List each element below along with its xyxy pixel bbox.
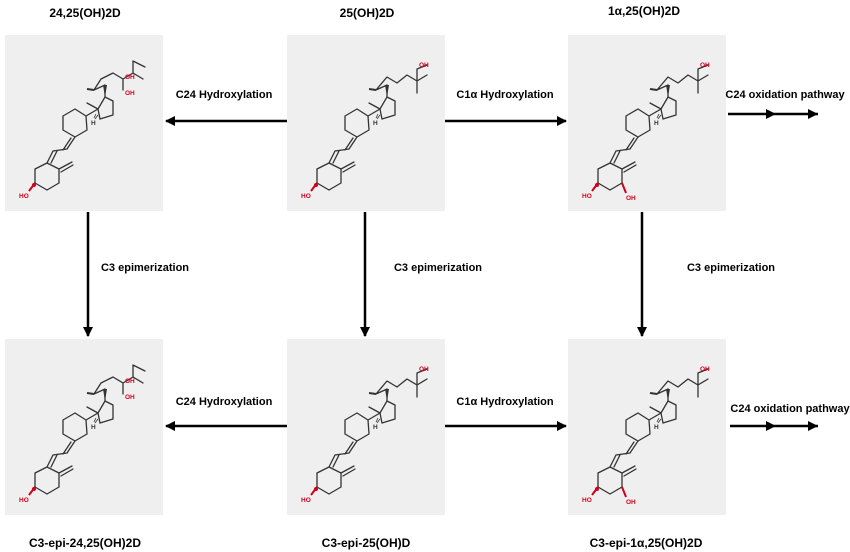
label-c24-hydroxylation-bottom: C24 Hydroxylation (175, 396, 273, 408)
label-c3-epimerization-mid: C3 epimerization (393, 262, 483, 274)
skeletal-formula: H OH OH HO (19, 60, 146, 200)
hydrogen-label: H (373, 120, 378, 127)
structure-1a-25-oh2d: H OH HO OH (568, 35, 726, 211)
label-c1a-hydroxylation-top: C1α Hydroxylation (456, 89, 554, 101)
title-c3-epi-1a-25-oh2d: C3-epi-1α,25(OH)2D (589, 536, 703, 550)
oh-24-label: OH (125, 74, 135, 81)
hydrogen-label: H (91, 120, 96, 127)
structure-c3-epi-25-ohd: H OH HO (287, 339, 445, 515)
skeletal-formula: H OH OH HO (19, 364, 146, 504)
hydrogen-label: H (654, 120, 659, 127)
title-1a-25-oh2d: 1α,25(OH)2D (607, 4, 681, 18)
label-c3-epimerization-right: C3 epimerization (686, 262, 776, 274)
oh-3-label: HO (301, 193, 311, 200)
label-c24-oxidation-bottom: C24 oxidation pathway (730, 403, 850, 415)
label-c24-oxidation-top: C24 oxidation pathway (725, 89, 845, 101)
oh-3-label: HO (19, 497, 29, 504)
oh-3-label: HO (582, 193, 592, 200)
label-c1a-hydroxylation-bottom: C1α Hydroxylation (456, 396, 554, 408)
hydrogen-label: H (373, 424, 378, 431)
oh-3-label: HO (19, 193, 29, 200)
oh-25-label: OH (419, 62, 429, 69)
oh-25-label: OH (419, 366, 429, 373)
skeletal-formula: H OH HO (301, 62, 429, 200)
title-c3-epi-25-ohd: C3-epi-25(OH)D (321, 536, 411, 550)
oh-25-label: OH (700, 366, 710, 373)
oh-1-label: OH (626, 499, 636, 506)
structure-25-oh2d: H OH HO (287, 35, 445, 211)
hydrogen-label: H (91, 424, 96, 431)
oh-25-label: OH (700, 62, 710, 69)
structure-24-25-oh2d: H OH OH HO (5, 35, 163, 211)
arrow-c24-oxidation-top (728, 109, 818, 119)
skeletal-formula: H OH HO OH (582, 366, 710, 506)
structure-c3-epi-24-25-oh2d: H OH OH HO (5, 339, 163, 515)
title-25-oh2d: 25(OH)2D (339, 6, 395, 20)
oh-24-label: OH (125, 378, 135, 385)
oh-25-label: OH (125, 394, 135, 401)
skeletal-formula: H OH HO (301, 366, 429, 504)
oh-3-label: HO (301, 497, 311, 504)
oh-1-label: OH (626, 195, 636, 202)
structure-c3-epi-1a-25-oh2d: H OH HO OH (568, 339, 726, 515)
label-c3-epimerization-left: C3 epimerization (100, 262, 190, 274)
skeletal-formula: H OH HO OH (582, 62, 710, 202)
title-c3-epi-24-25-oh2d: C3-epi-24,25(OH)2D (28, 536, 142, 550)
label-c24-hydroxylation-top: C24 Hydroxylation (175, 89, 273, 101)
title-24-25-oh2d: 24,25(OH)2D (49, 6, 121, 20)
hydrogen-label: H (654, 424, 659, 431)
oh-25-label: OH (125, 90, 135, 97)
oh-3-label: HO (582, 497, 592, 504)
arrow-c24-oxidation-bottom (730, 421, 818, 431)
